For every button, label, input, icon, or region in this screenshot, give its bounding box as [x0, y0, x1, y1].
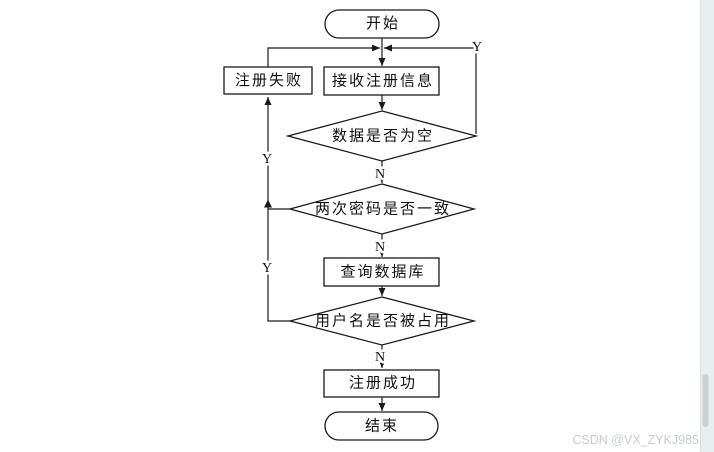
- node-username-taken-label: 用户名是否被占用: [315, 313, 451, 330]
- scrollbar-track[interactable]: [700, 0, 714, 452]
- node-data-empty-decision: [285, 110, 479, 162]
- edge-username-yes-to-fail: [264, 97, 290, 322]
- label-username-taken-no: N: [375, 350, 385, 365]
- edge-fail-return-loop: [267, 44, 380, 67]
- edge-data-empty-yes-loop: [384, 44, 477, 134]
- node-start-label: 开始: [366, 15, 400, 32]
- label-data-empty-yes: Y: [472, 40, 482, 55]
- node-register-fail-label: 注册失败: [235, 72, 303, 89]
- node-pwd-match-decision: [287, 183, 477, 235]
- node-pwd-match-label: 两次密码是否一致: [315, 201, 451, 218]
- node-start-terminator: [324, 9, 440, 39]
- node-register-success-process: [323, 369, 440, 398]
- node-data-empty-label: 数据是否为空: [332, 128, 434, 145]
- node-receive-info-process: [323, 66, 440, 96]
- label-data-empty-no: N: [375, 167, 385, 182]
- scrollbar: [700, 0, 714, 452]
- csdn-watermark: CSDN @VX_ZYKJ985: [572, 433, 699, 447]
- node-username-taken-decision: [287, 296, 477, 346]
- junction-up-arrowhead: [264, 199, 272, 208]
- scrollbar-thumb[interactable]: [702, 374, 709, 427]
- node-register-fail-process: [223, 66, 313, 95]
- node-receive-info-label: 接收注册信息: [332, 73, 434, 90]
- label-pwd-match-no: N: [375, 240, 385, 255]
- node-end-terminator: [324, 411, 439, 441]
- label-username-taken-yes: Y: [262, 261, 272, 276]
- node-query-db-process: [323, 257, 440, 287]
- node-query-db-label: 查询数据库: [340, 264, 425, 281]
- label-pwd-match-yes: Y: [262, 152, 272, 167]
- node-register-success-label: 注册成功: [349, 375, 417, 392]
- node-end-label: 结束: [365, 418, 399, 435]
